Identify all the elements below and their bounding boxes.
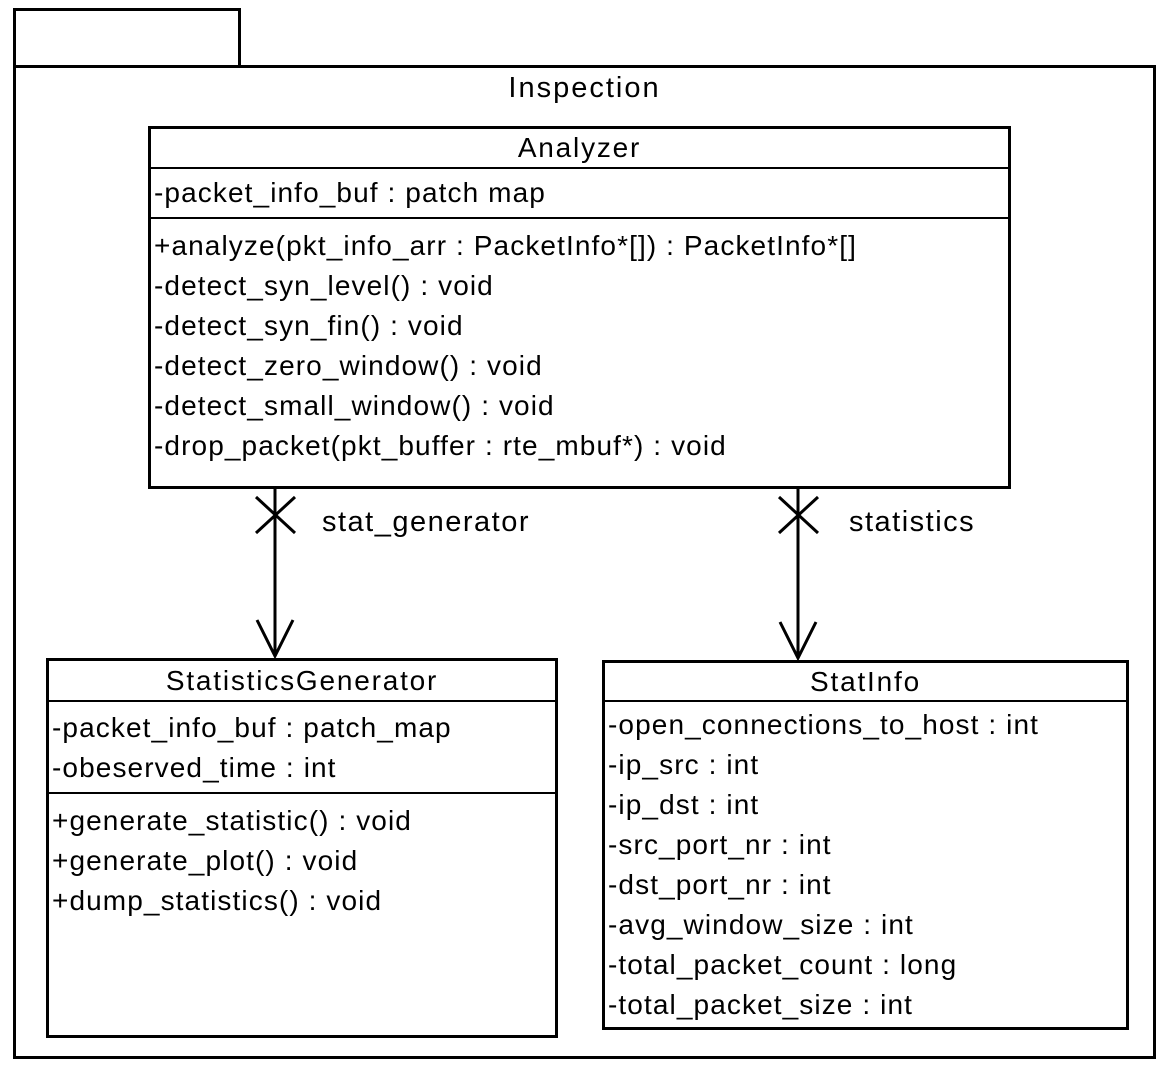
method-row: +generate_statistic() : void bbox=[52, 805, 412, 836]
statistics-generator-methods-compartment: +generate_statistic() : void +generate_p… bbox=[49, 794, 555, 921]
method-row: +analyze(pkt_info_arr : PacketInfo*[]) :… bbox=[154, 230, 857, 261]
method-row: -drop_packet(pkt_buffer : rte_mbuf*) : v… bbox=[154, 430, 727, 461]
method-row: -detect_syn_level() : void bbox=[154, 270, 494, 301]
association-label-stat-generator: stat_generator bbox=[322, 506, 531, 538]
method-row: +dump_statistics() : void bbox=[52, 885, 383, 916]
analyzer-methods-compartment: +analyze(pkt_info_arr : PacketInfo*[]) :… bbox=[151, 219, 1008, 466]
attribute-row: -obeserved_time : int bbox=[52, 752, 337, 783]
association-label-statistics: statistics bbox=[849, 506, 976, 538]
package-title: Inspection bbox=[508, 72, 661, 104]
method-row: -detect_zero_window() : void bbox=[154, 350, 543, 381]
class-title-statistics-generator: StatisticsGenerator bbox=[49, 661, 555, 702]
statistics-generator-attributes-compartment: -packet_info_buf : patch_map -obeserved_… bbox=[49, 702, 555, 794]
attribute-row: -total_packet_count : long bbox=[608, 949, 958, 980]
attribute-row: -open_connections_to_host : int bbox=[608, 709, 1040, 740]
class-box-stat-info: StatInfo -open_connections_to_host : int… bbox=[602, 660, 1129, 1030]
attribute-row: -src_port_nr : int bbox=[608, 829, 832, 860]
attribute-row: -packet_info_buf : patch_map bbox=[52, 712, 452, 743]
class-box-statistics-generator: StatisticsGenerator -packet_info_buf : p… bbox=[46, 658, 558, 1038]
analyzer-attributes-compartment: -packet_info_buf : patch map bbox=[151, 169, 1008, 219]
attribute-row: -ip_src : int bbox=[608, 749, 760, 780]
method-row: -detect_syn_fin() : void bbox=[154, 310, 464, 341]
package-tab bbox=[13, 8, 241, 65]
stat-info-attributes-compartment: -open_connections_to_host : int -ip_src … bbox=[605, 702, 1126, 1025]
class-box-analyzer: Analyzer -packet_info_buf : patch map +a… bbox=[148, 126, 1011, 489]
method-row: -detect_small_window() : void bbox=[154, 390, 555, 421]
attribute-row: -ip_dst : int bbox=[608, 789, 760, 820]
attribute-row: -total_packet_size : int bbox=[608, 989, 913, 1020]
class-title-analyzer: Analyzer bbox=[151, 129, 1008, 169]
class-title-stat-info: StatInfo bbox=[605, 663, 1126, 702]
attribute-row: -dst_port_nr : int bbox=[608, 869, 832, 900]
attribute-row: -avg_window_size : int bbox=[608, 909, 914, 940]
method-row: +generate_plot() : void bbox=[52, 845, 359, 876]
attribute-row: -packet_info_buf : patch map bbox=[154, 177, 546, 208]
